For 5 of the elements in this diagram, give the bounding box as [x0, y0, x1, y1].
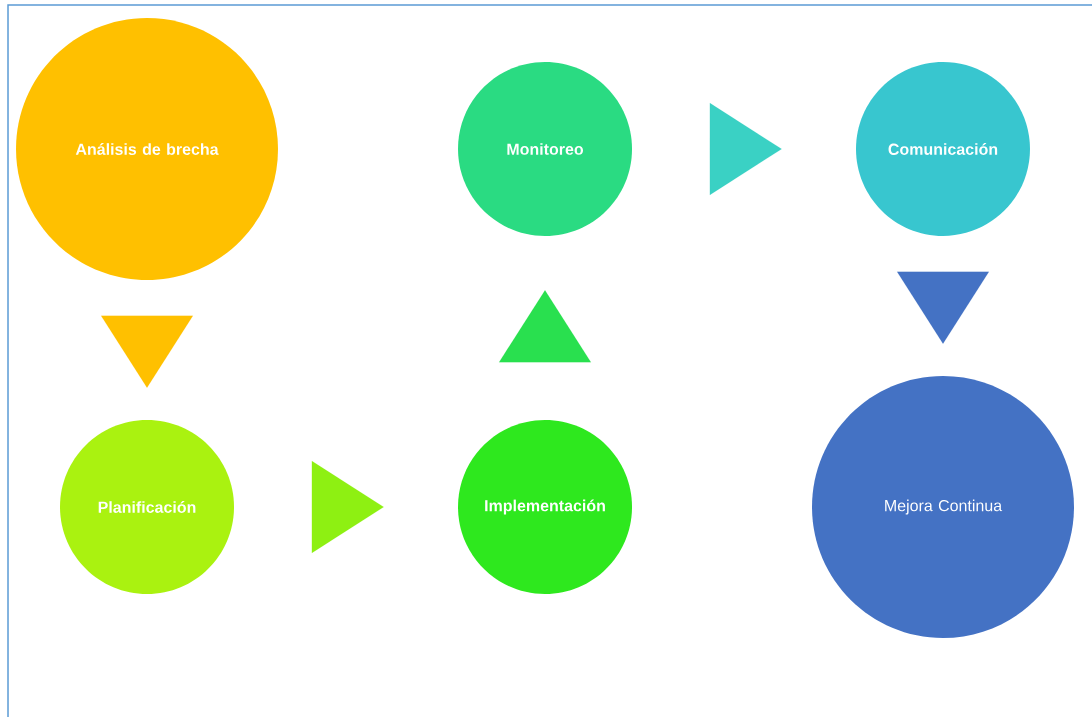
arrow [709, 103, 782, 195]
arrow [499, 290, 591, 363]
arrow [897, 271, 989, 344]
arrow [101, 315, 193, 388]
arrow [311, 461, 384, 553]
